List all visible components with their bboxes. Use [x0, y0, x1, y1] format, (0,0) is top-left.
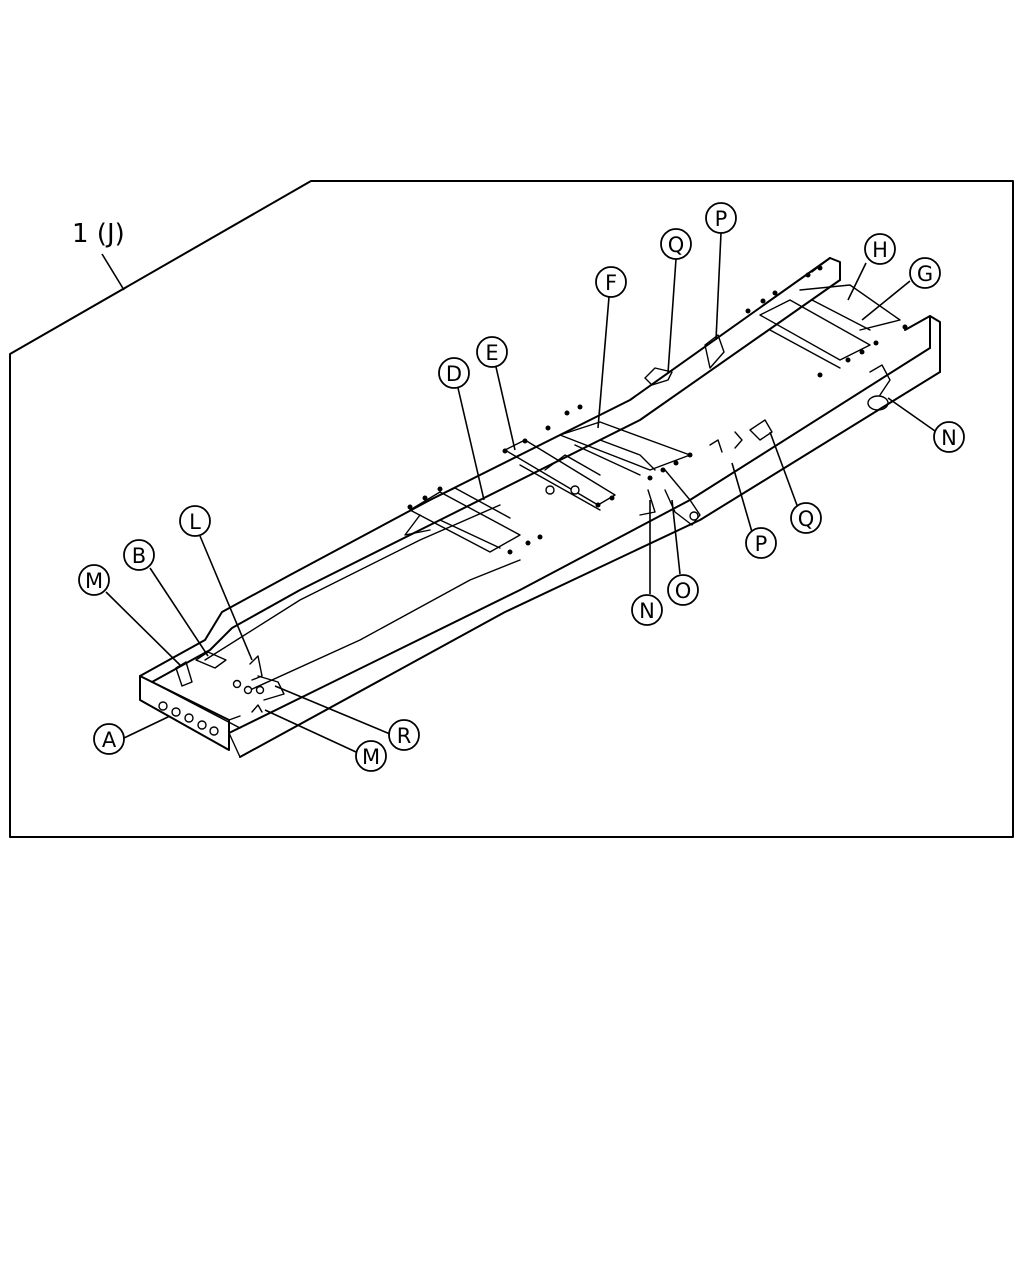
callout-m-lower: M	[355, 740, 387, 772]
svg-text:D: D	[446, 362, 462, 386]
mid-brackets	[639, 334, 891, 526]
callout-q-upper: Q	[660, 228, 692, 260]
svg-text:Q: Q	[798, 507, 815, 531]
svg-text:R: R	[397, 724, 412, 748]
svg-text:A: A	[102, 728, 117, 752]
callout-q-lower: Q	[790, 502, 822, 534]
diagram-border	[9, 180, 1014, 838]
title-leader	[101, 253, 125, 291]
callout-r: R	[388, 719, 420, 751]
callout-m-upper: M	[78, 564, 110, 596]
callout-n-right: N	[933, 421, 965, 453]
svg-text:B: B	[132, 544, 146, 568]
callout-g: G	[909, 257, 941, 289]
leader-lines	[105, 232, 936, 753]
callout-p-upper: P	[705, 202, 737, 234]
svg-text:M: M	[85, 569, 103, 593]
svg-text:G: G	[917, 262, 933, 286]
callout-p-lower: P	[745, 527, 777, 559]
svg-text:Q: Q	[668, 233, 685, 257]
callout-d: D	[438, 357, 470, 389]
svg-text:H: H	[872, 238, 888, 262]
svg-text:O: O	[675, 579, 692, 603]
svg-text:P: P	[755, 532, 768, 556]
callout-l: L	[179, 505, 211, 537]
callout-n-lower: N	[631, 594, 663, 626]
callout-a: A	[93, 723, 125, 755]
callout-o: O	[667, 574, 699, 606]
rear-crossmembers	[759, 284, 901, 369]
svg-text:N: N	[941, 426, 957, 450]
svg-text:F: F	[605, 271, 617, 295]
rivet-holes	[407, 265, 908, 555]
front-brackets	[175, 651, 285, 713]
callout-f: F	[595, 266, 627, 298]
callout-b: B	[123, 539, 155, 571]
svg-text:P: P	[715, 207, 728, 231]
diagram-title: 1 (J)	[72, 219, 125, 249]
frame-rails	[139, 257, 941, 758]
svg-text:L: L	[189, 510, 201, 534]
crossmember-d	[404, 487, 521, 553]
callout-h: H	[864, 233, 896, 265]
callout-e: E	[476, 336, 508, 368]
svg-text:N: N	[639, 599, 655, 623]
svg-text:M: M	[362, 745, 380, 769]
crossmember-e	[504, 439, 616, 511]
svg-text:E: E	[485, 341, 498, 365]
crossmember-f	[559, 421, 691, 476]
front-crossmember-holes	[158, 679, 265, 736]
